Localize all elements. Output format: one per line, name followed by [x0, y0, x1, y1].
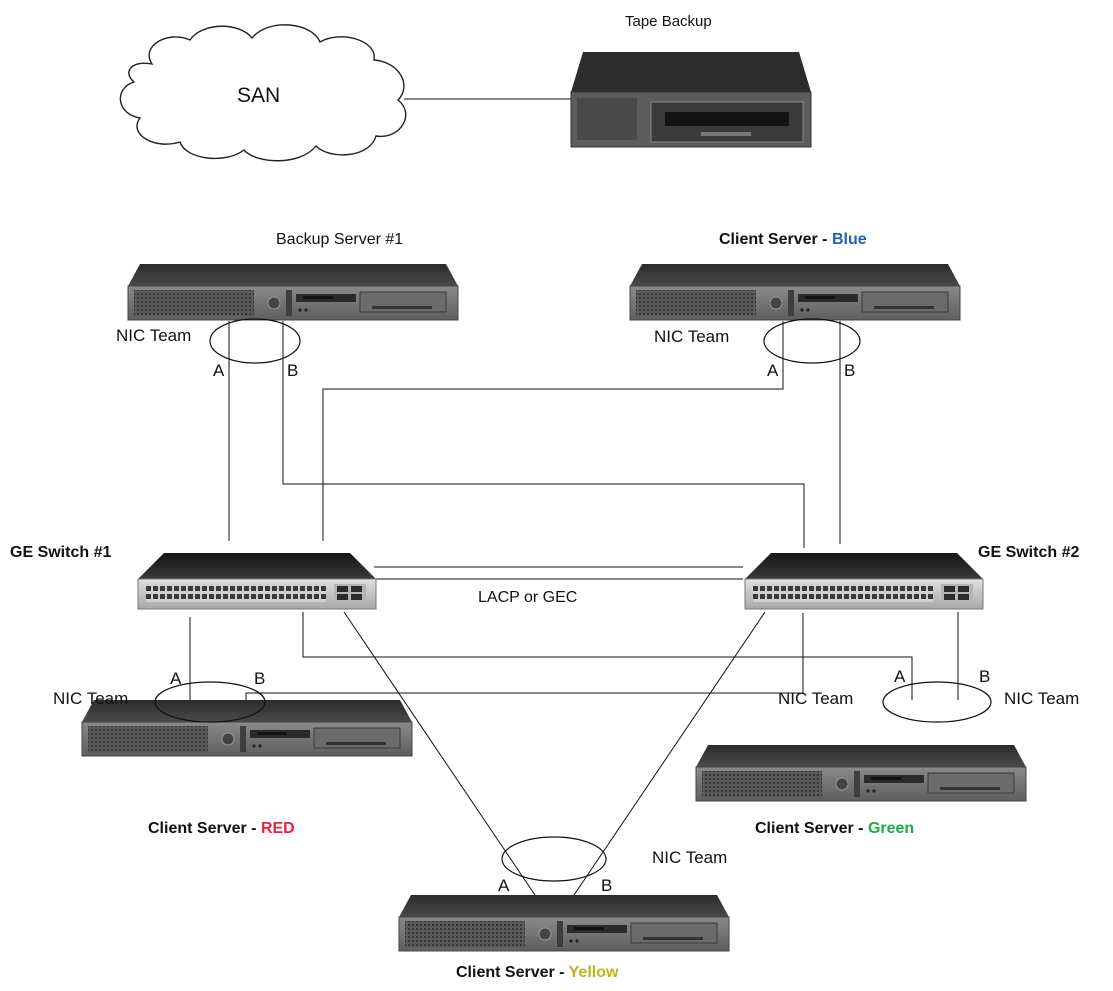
- nic-team-ellipse-green: [882, 681, 992, 723]
- client-server-yellow-title: Client Server - Yellow: [456, 965, 618, 981]
- nic-team-ellipse-backup: [209, 318, 301, 364]
- connection-lines: [189, 98, 959, 899]
- client-server-green-icon: [695, 744, 1027, 802]
- nic-team-ellipse-yellow: [501, 836, 607, 882]
- client-server-blue-icon: [629, 263, 961, 321]
- client-server-red-color-word: RED: [260, 820, 295, 837]
- nic-team-ellipses: [154, 318, 992, 882]
- client-server-blue-color-word: Blue: [831, 231, 867, 248]
- client-server-yellow-color-word: Yellow: [568, 964, 619, 981]
- port-label-backup-a: A: [213, 361, 225, 380]
- nic-team-label-red: NIC Team: [53, 689, 129, 708]
- nic-team-label-green-right: NIC Team: [1004, 689, 1080, 708]
- client-server-blue-prefix: Client Server -: [719, 231, 832, 248]
- ge-switch-1-title: GE Switch #1: [10, 544, 112, 561]
- client-server-red-title: Client Server - RED: [148, 821, 295, 837]
- port-label-red-b: B: [254, 669, 266, 688]
- port-label-blue-a: A: [767, 361, 779, 380]
- nic-team-label-backup: NIC Team: [116, 326, 192, 345]
- client-server-green-prefix: Client Server -: [755, 820, 868, 837]
- port-label-green-b: B: [979, 667, 991, 686]
- backup-server-1-title: Backup Server #1: [276, 231, 404, 248]
- link-green-a: [302, 612, 913, 700]
- client-server-yellow-prefix: Client Server -: [456, 964, 569, 981]
- client-server-red-prefix: Client Server -: [148, 820, 261, 837]
- port-label-blue-b: B: [844, 361, 856, 380]
- tape-backup-icon: [570, 52, 812, 148]
- client-server-yellow-icon: [398, 894, 730, 952]
- link-blue-a: [322, 321, 784, 541]
- link-yellow-a: [343, 611, 538, 899]
- port-label-yellow-a: A: [498, 876, 510, 895]
- client-server-green-title: Client Server - Green: [755, 821, 914, 837]
- ge-switch-2-icon: [744, 552, 984, 610]
- ge-switch-1-icon: [137, 552, 377, 610]
- nic-team-label-blue: NIC Team: [654, 327, 730, 346]
- client-server-blue-title: Client Server - Blue: [719, 232, 867, 248]
- san-cloud-icon: [119, 24, 407, 162]
- nic-team-label-green-left: NIC Team: [778, 689, 854, 708]
- link-red-b: [245, 613, 804, 708]
- lacp-label: LACP or GEC: [478, 589, 578, 606]
- ge-switch-2-title: GE Switch #2: [978, 544, 1080, 561]
- san-label: SAN: [237, 84, 281, 107]
- port-label-yellow-b: B: [601, 876, 613, 895]
- nic-team-label-yellow: NIC Team: [652, 848, 728, 867]
- nic-team-ellipse-red: [154, 681, 266, 723]
- nic-team-ellipse-blue: [763, 318, 861, 364]
- link-backup-b: [282, 321, 805, 548]
- client-server-red-icon: [81, 699, 413, 757]
- port-label-backup-b: B: [287, 361, 299, 380]
- tape-backup-label: Tape Backup: [625, 13, 712, 30]
- link-yellow-b: [571, 611, 766, 899]
- client-server-green-color-word: Green: [867, 820, 915, 837]
- port-label-red-a: A: [170, 669, 182, 688]
- port-label-green-a: A: [894, 667, 906, 686]
- backup-server-1-icon: [127, 263, 459, 321]
